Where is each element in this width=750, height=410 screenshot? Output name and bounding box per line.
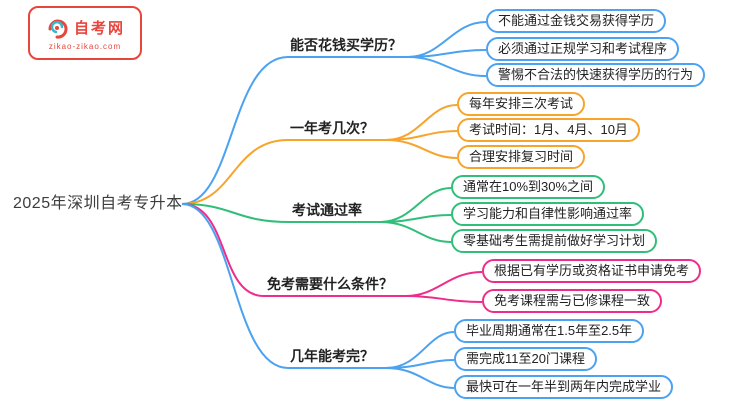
logo-subtitle: zikao-zikao.com bbox=[48, 41, 122, 51]
leaf-connector bbox=[407, 49, 487, 58]
leaf-node[interactable]: 零基础考生需提前做好学习计划 bbox=[451, 229, 658, 253]
leaf-node[interactable]: 必须通过正规学习和考试程序 bbox=[486, 37, 680, 61]
leaf-node[interactable]: 不能通过金钱交易获得学历 bbox=[486, 9, 667, 33]
logo-icon bbox=[45, 16, 69, 40]
branch-node-years-finish[interactable]: 几年能考完？ bbox=[290, 348, 374, 364]
leaf-node[interactable]: 警惕不合法的快速获得学历的行为 bbox=[486, 63, 706, 87]
leaf-node[interactable]: 最快可在一年半到两年内完成学业 bbox=[454, 375, 674, 399]
logo: 自考网 zikao-zikao.com bbox=[28, 6, 142, 60]
leaf-node[interactable]: 合理安排复习时间 bbox=[457, 145, 586, 169]
branch-node-exemption[interactable]: 免考需要什么条件？ bbox=[267, 276, 393, 292]
leaf-connector bbox=[385, 130, 458, 141]
leaf-node[interactable]: 学习能力和自律性影响通过率 bbox=[451, 202, 645, 226]
leaf-connector bbox=[385, 359, 455, 369]
leaf-connector bbox=[385, 331, 455, 369]
leaf-connector bbox=[379, 187, 452, 223]
branch-connector-3 bbox=[181, 203, 380, 223]
leaf-node[interactable]: 需完成11至20门课程 bbox=[454, 347, 597, 371]
leaf-connector bbox=[405, 295, 483, 303]
logo-title: 自考网 bbox=[73, 20, 125, 37]
leaf-connector bbox=[379, 214, 452, 223]
branch-connector-2 bbox=[181, 139, 386, 205]
leaf-connector bbox=[379, 221, 452, 243]
branch-connector-4 bbox=[181, 203, 406, 297]
leaf-node[interactable]: 免考课程需与已修课程一致 bbox=[482, 289, 663, 313]
leaf-connector bbox=[407, 56, 487, 77]
leaf-connector bbox=[407, 21, 487, 58]
leaf-connector bbox=[385, 139, 458, 159]
leaf-connector bbox=[385, 104, 458, 141]
leaf-node[interactable]: 通常在10%到30%之间 bbox=[451, 175, 606, 199]
branch-node-buy-degree[interactable]: 能否花钱买学历？ bbox=[290, 37, 402, 53]
leaf-node[interactable]: 根据已有学历或资格证书申请免考 bbox=[482, 259, 702, 283]
branch-node-pass-rate[interactable]: 考试通过率 bbox=[292, 202, 362, 218]
branch-connector-5 bbox=[181, 203, 386, 369]
branch-node-exam-times[interactable]: 一年考几次？ bbox=[290, 120, 374, 136]
leaf-connector bbox=[385, 367, 455, 389]
leaf-connector bbox=[405, 271, 483, 297]
leaf-node[interactable]: 毕业周期通常在1.5年至2.5年 bbox=[454, 319, 645, 343]
root-node[interactable]: 2025年深圳自考专升本 bbox=[13, 195, 183, 212]
leaf-node[interactable]: 每年安排三次考试 bbox=[457, 92, 586, 116]
branch-connector-1 bbox=[181, 56, 408, 205]
leaf-node[interactable]: 考试时间：1月、4月、10月 bbox=[457, 118, 640, 142]
